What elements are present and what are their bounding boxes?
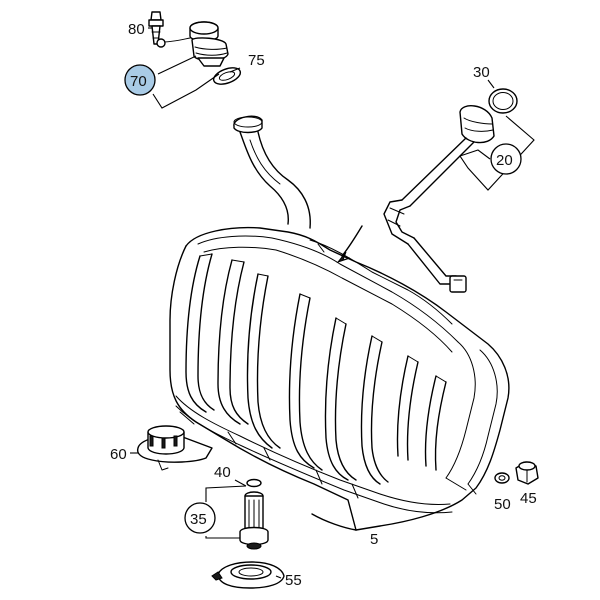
part-40-seal[interactable]: [246, 478, 262, 488]
callout-40[interactable]: 40: [214, 464, 231, 481]
part-80-clip[interactable]: [148, 11, 164, 45]
callout-5[interactable]: 5: [370, 531, 378, 548]
part-35-fuel-filter[interactable]: [239, 491, 269, 550]
leader-lines: [130, 27, 535, 579]
callout-55[interactable]: 55: [285, 572, 302, 589]
part-30-oring[interactable]: [488, 88, 518, 114]
callout-20[interactable]: 20: [496, 152, 513, 169]
part-55-lock-ring[interactable]: [211, 561, 285, 589]
callout-30[interactable]: 30: [473, 64, 490, 81]
callout-20-circle[interactable]: [490, 143, 522, 175]
callout-50[interactable]: 50: [494, 496, 511, 513]
part-70-vent-valve[interactable]: [156, 21, 229, 67]
callout-35-circle[interactable]: [184, 502, 216, 534]
part-60-lock-ring[interactable]: [136, 425, 213, 471]
callout-70[interactable]: 70: [130, 73, 147, 90]
callout-75[interactable]: 75: [248, 52, 265, 69]
part-50-washer[interactable]: [494, 472, 510, 484]
callout-80[interactable]: 80: [128, 21, 145, 38]
callout-70-circle[interactable]: [124, 64, 156, 96]
mounting-arrow: [336, 225, 363, 264]
callout-35[interactable]: 35: [190, 511, 207, 528]
callouts: 80 70 75 30 20 60 40 35 55 5 50 45: [110, 21, 537, 589]
part-5-fuel-tank[interactable]: [169, 115, 510, 531]
part-20-fuel-sender-unit[interactable]: [383, 105, 495, 293]
part-75-seal-ring[interactable]: [211, 65, 242, 88]
part-45-nut[interactable]: [515, 461, 539, 485]
callout-60[interactable]: 60: [110, 446, 127, 463]
callout-45[interactable]: 45: [520, 490, 537, 507]
